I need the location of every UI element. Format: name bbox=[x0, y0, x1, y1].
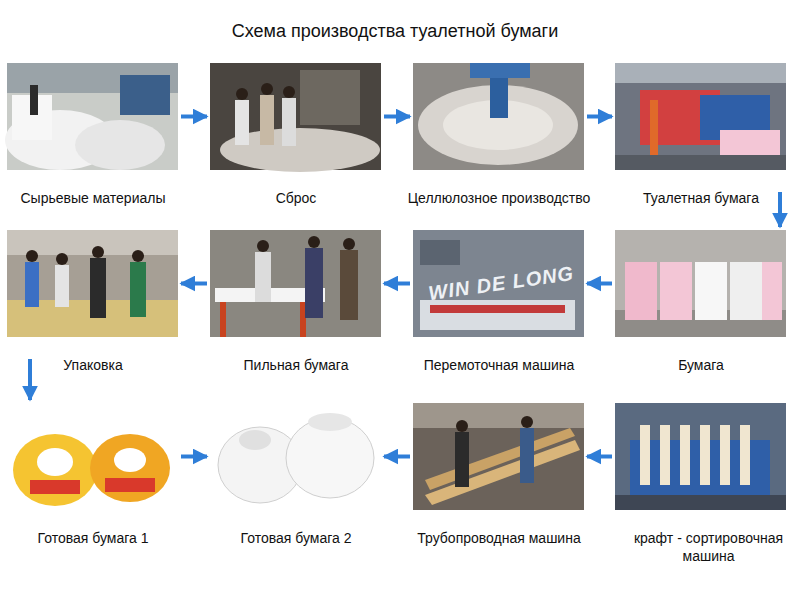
step-caption: Упаковка bbox=[0, 356, 191, 374]
flow-arrow bbox=[181, 115, 207, 119]
tube-machine-photo bbox=[413, 403, 584, 510]
process-step: Упаковка bbox=[7, 230, 178, 337]
flow-arrow bbox=[384, 455, 410, 459]
finished-paper-1-photo bbox=[7, 403, 178, 510]
process-step: Готовая бумага 2 bbox=[210, 403, 381, 510]
step-caption: Пильная бумага bbox=[198, 356, 394, 374]
step-caption: Готовая бумага 1 bbox=[0, 529, 191, 547]
process-step: Пильная бумага bbox=[210, 230, 381, 337]
process-step: Сырьевые материалы bbox=[7, 63, 178, 170]
flow-arrow bbox=[28, 359, 32, 400]
flow-arrow bbox=[587, 455, 612, 459]
flow-arrow bbox=[587, 282, 612, 286]
flow-arrow bbox=[181, 282, 207, 286]
diagram-title: Схема производства туалетной бумаги bbox=[0, 21, 790, 42]
step-caption: Перемоточная машина bbox=[401, 356, 597, 374]
step-caption: Сырьевые материалы bbox=[0, 189, 191, 207]
paper-machine-photo bbox=[615, 63, 786, 170]
step-caption: Трубопроводная машина bbox=[401, 529, 597, 547]
flow-arrow bbox=[384, 115, 410, 119]
flow-arrow bbox=[587, 115, 612, 119]
step-caption: Целлюлозное производство bbox=[401, 189, 597, 207]
process-step: крафт - сортировочная машина bbox=[615, 403, 786, 510]
process-step: Целлюлозное производство bbox=[413, 63, 584, 170]
rewinder-photo bbox=[413, 230, 584, 337]
process-step: Трубопроводная машина bbox=[413, 403, 584, 510]
step-caption: крафт - сортировочная машина bbox=[623, 529, 790, 565]
flow-arrow bbox=[384, 282, 410, 286]
saw-photo bbox=[210, 230, 381, 337]
process-step: Бумага bbox=[615, 230, 786, 337]
dumping-photo bbox=[210, 63, 381, 172]
watermark: WIN DE LONG bbox=[427, 262, 575, 305]
step-caption: Туалетная бумага bbox=[603, 189, 790, 207]
flow-arrow bbox=[778, 192, 782, 227]
process-step: Готовая бумага 1 bbox=[7, 403, 178, 510]
finished-paper-2-photo bbox=[210, 403, 381, 510]
step-caption: Сброс bbox=[198, 189, 394, 207]
flow-arrow bbox=[181, 455, 207, 459]
pulp-photo bbox=[413, 63, 584, 170]
paper-rolls-photo bbox=[615, 230, 786, 337]
step-caption: Бумага bbox=[603, 356, 790, 374]
packing-photo bbox=[7, 230, 178, 337]
step-caption: Готовая бумага 2 bbox=[198, 529, 394, 547]
process-step: Туалетная бумага bbox=[615, 63, 786, 170]
process-step: Сброс bbox=[210, 63, 381, 170]
raw-material-photo bbox=[5, 63, 178, 170]
slitter-photo bbox=[615, 403, 786, 510]
